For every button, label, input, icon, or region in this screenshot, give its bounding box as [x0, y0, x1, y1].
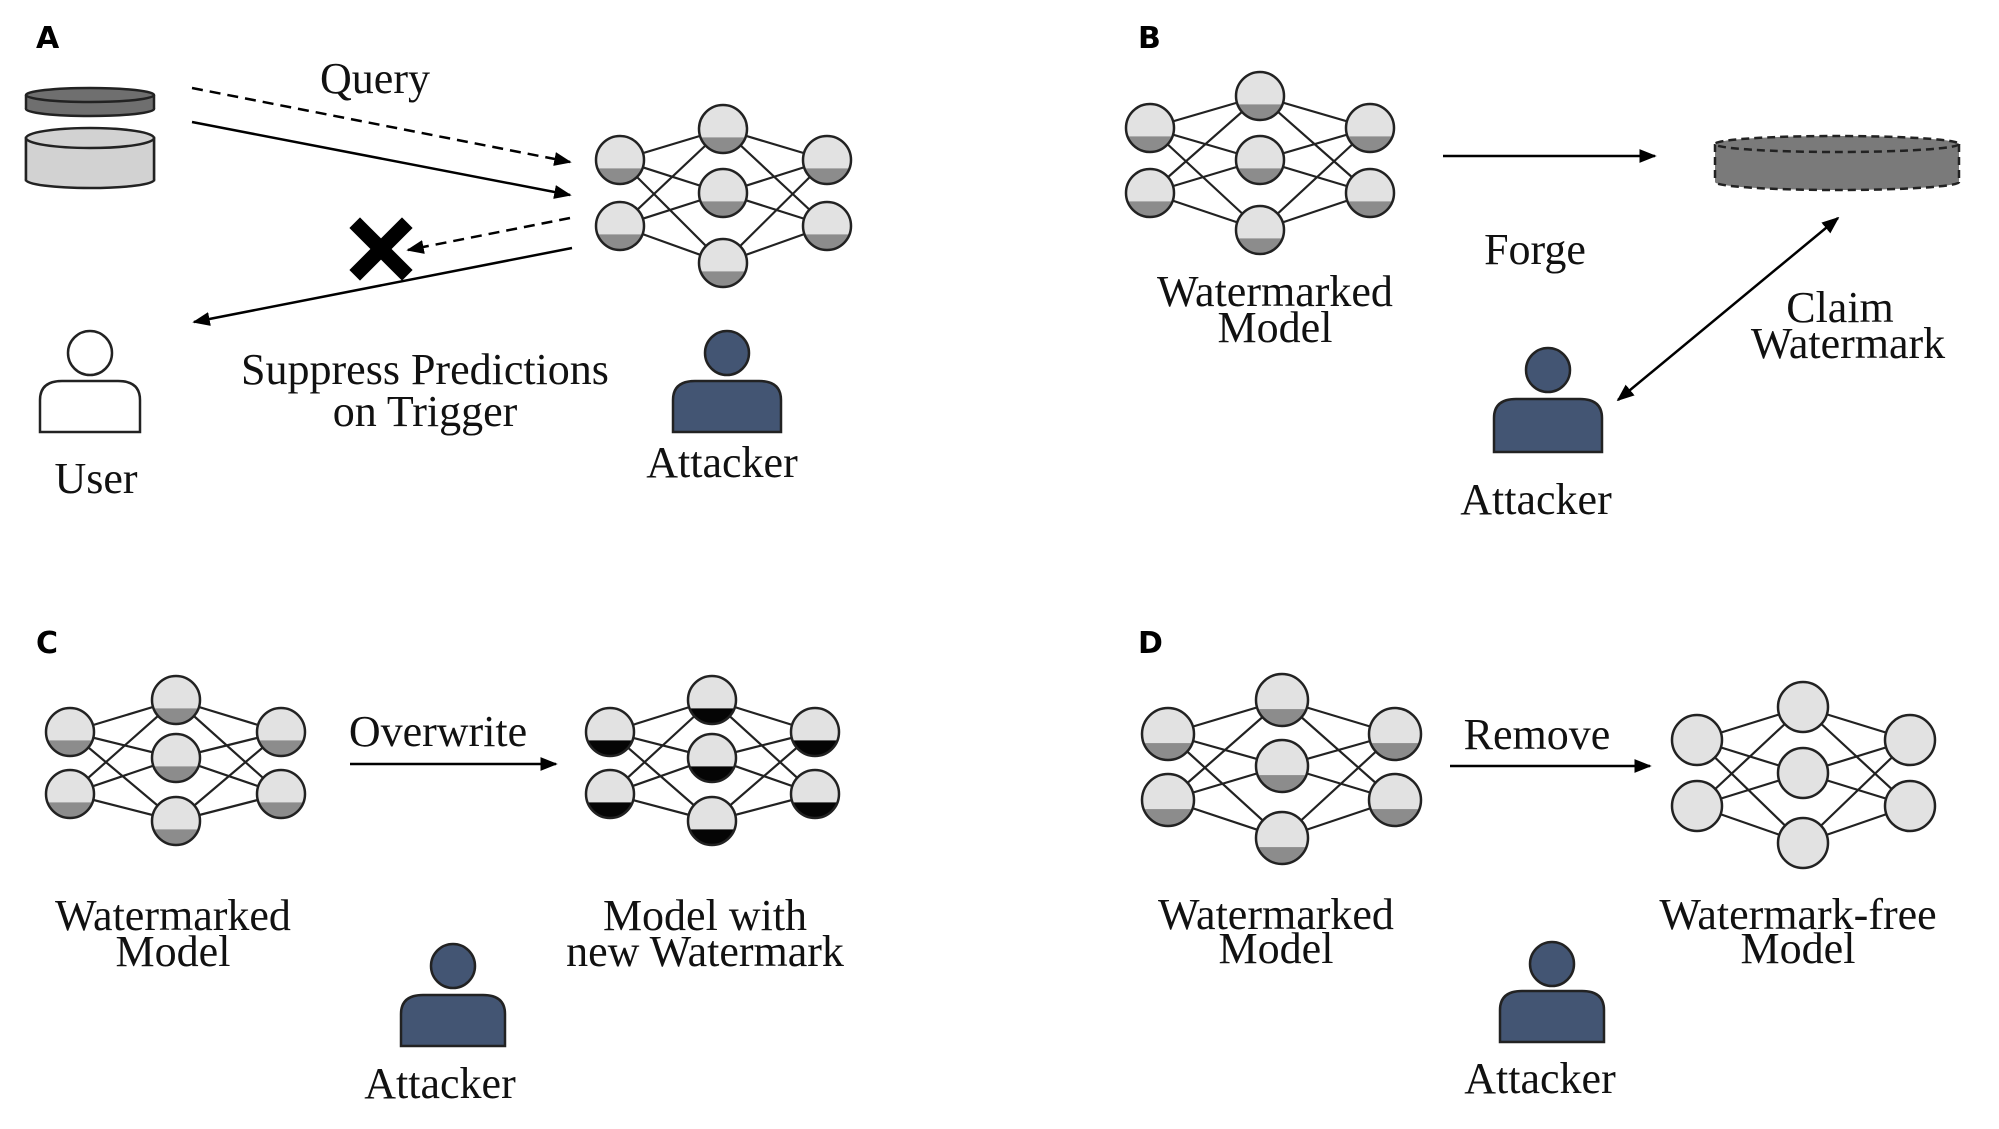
network-node — [1776, 816, 1830, 870]
network-node — [255, 768, 307, 820]
user-label: User — [54, 454, 137, 503]
claim-label-line1: Claim — [1786, 283, 1894, 332]
network-node — [789, 706, 841, 758]
forged-watermark-disk-icon — [1713, 134, 1961, 192]
network-node — [150, 674, 202, 726]
network-node — [1234, 134, 1286, 186]
panel-c: C Watermarked Model Overwrite Model with… — [36, 626, 844, 1108]
panel-letter-b: B — [1138, 21, 1161, 56]
watermarked-model-label-c-line2: Model — [116, 927, 231, 976]
query-arrow-solid — [191, 120, 572, 199]
blocked-response-arrow — [406, 216, 571, 254]
network-node — [697, 167, 749, 219]
network-node — [1254, 672, 1310, 728]
new-watermark-label-line2: new Watermark — [566, 927, 844, 976]
network-node — [1367, 772, 1423, 828]
panel-letter-c: C — [36, 626, 58, 661]
network-node — [1776, 680, 1830, 734]
network-node — [150, 732, 202, 784]
new-watermark-label-line1: Model with — [603, 891, 807, 940]
network-node — [594, 200, 646, 252]
attacker-label-a: Attacker — [646, 438, 798, 487]
watermarked-model-label-d-line2: Model — [1219, 924, 1334, 973]
network-node — [801, 200, 853, 252]
query-label: Query — [320, 54, 430, 103]
network-node — [594, 134, 646, 186]
network-node — [1124, 167, 1176, 219]
attacker-icon-d — [1498, 940, 1606, 1044]
network-node — [584, 768, 636, 820]
panel-letter-d: D — [1138, 626, 1163, 661]
network-node — [1344, 167, 1396, 219]
watermarked-model-network-c — [44, 674, 307, 847]
network-node — [697, 237, 749, 289]
network-node — [44, 706, 96, 758]
watermarked-model-network-d — [1140, 672, 1423, 866]
network-node — [1344, 102, 1396, 154]
attacked-model-network — [594, 103, 853, 289]
network-node — [1140, 706, 1196, 762]
query-arrow-dashed — [191, 86, 572, 166]
network-node — [1234, 204, 1286, 256]
watermarked-model-label-c-line1: Watermarked — [55, 891, 291, 940]
network-node — [686, 795, 738, 847]
attacker-label-d: Attacker — [1464, 1054, 1616, 1103]
blocked-x-icon — [349, 217, 413, 281]
attacker-icon-c — [399, 942, 507, 1048]
user-icon — [38, 329, 142, 434]
attacker-label-b: Attacker — [1460, 475, 1612, 524]
watermarked-model-label-b-line1: Watermarked — [1157, 267, 1393, 316]
overwrite-label: Overwrite — [349, 707, 527, 756]
network-node — [255, 706, 307, 758]
network-node — [1140, 772, 1196, 828]
network-node — [584, 706, 636, 758]
network-node — [686, 732, 738, 784]
network-node — [789, 768, 841, 820]
panel-a: A Query Suppress Predictions on — [24, 21, 853, 503]
watermark-free-model-network — [1670, 680, 1937, 870]
attacker-icon-b — [1492, 346, 1604, 454]
suppressed-response-arrow — [192, 246, 573, 326]
network-node — [1670, 779, 1724, 833]
attacker-label-c: Attacker — [364, 1059, 516, 1108]
network-node — [1254, 738, 1310, 794]
network-node — [1883, 713, 1937, 767]
network-node — [697, 103, 749, 155]
panel-d: D Watermarked Model Remove Watermark-fre… — [1138, 626, 1937, 1103]
database-icon — [24, 86, 156, 190]
watermarked-model-label-b-line2: Model — [1218, 303, 1333, 352]
network-node — [686, 674, 738, 726]
forge-label: Forge — [1484, 225, 1586, 274]
network-node — [1776, 746, 1830, 800]
new-watermark-model-network — [584, 674, 841, 847]
network-node — [1670, 713, 1724, 767]
panel-letter-a: A — [36, 21, 60, 56]
claim-arrow — [1616, 216, 1840, 402]
remove-label: Remove — [1464, 710, 1611, 759]
network-node — [44, 768, 96, 820]
watermark-free-label-line2: Model — [1741, 924, 1856, 973]
network-node — [801, 134, 853, 186]
panel-b: B Watermarked Model Forge Claim Watermar… — [1124, 21, 1961, 524]
network-node — [1254, 810, 1310, 866]
claim-label-line2: Watermark — [1751, 319, 1945, 368]
network-node — [1367, 706, 1423, 762]
network-node — [1124, 102, 1176, 154]
watermark-free-label-line1: Watermark-free — [1659, 890, 1936, 939]
network-node — [1234, 70, 1286, 122]
network-node — [1883, 779, 1937, 833]
attacker-icon-a — [671, 329, 783, 434]
suppress-label-line1: Suppress Predictions — [241, 345, 609, 394]
watermarked-model-network-b — [1124, 70, 1396, 256]
watermarked-model-label-d-line1: Watermarked — [1158, 890, 1394, 939]
suppress-label-line2: on Trigger — [333, 387, 518, 436]
network-node — [150, 795, 202, 847]
